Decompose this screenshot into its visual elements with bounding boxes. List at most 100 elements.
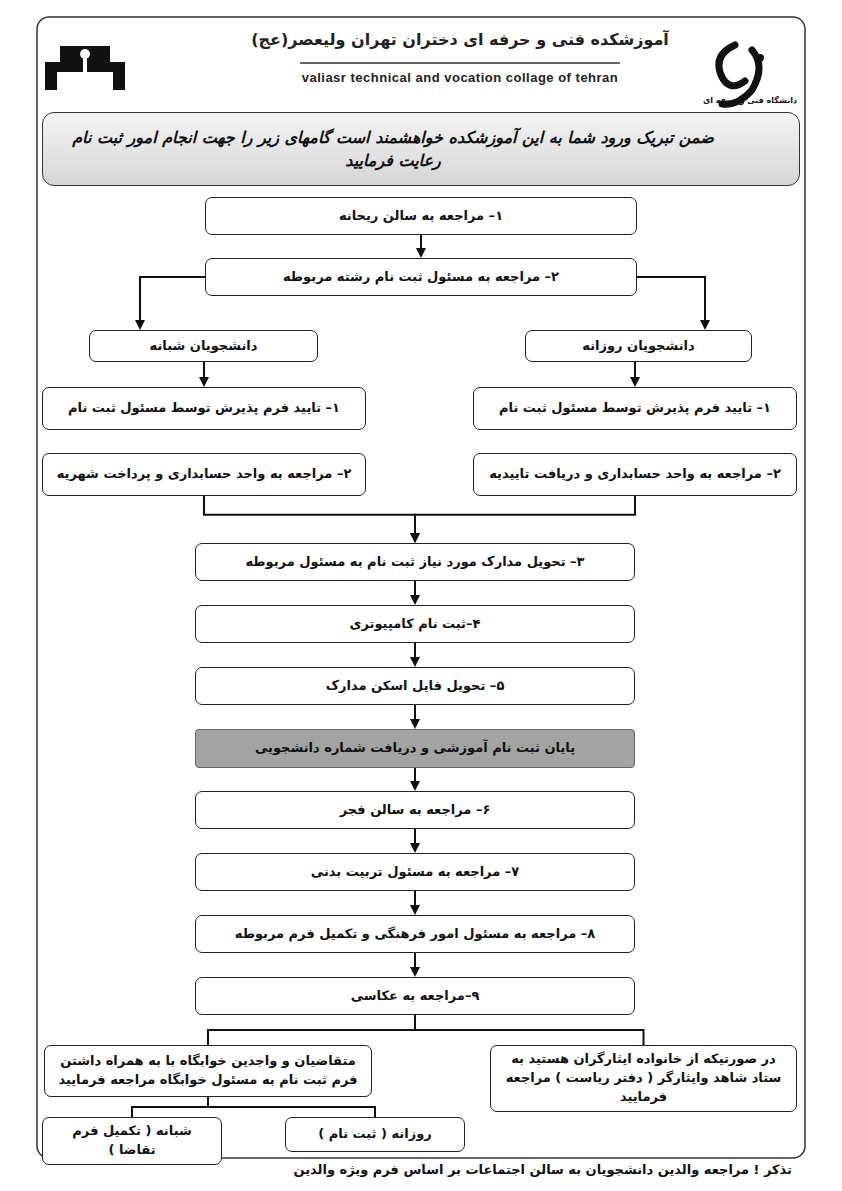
connector-line [208, 1097, 375, 1117]
connector-line [414, 768, 416, 782]
step-text: پایان ثبت نام آموزشی و دریافت شماره دانش… [255, 739, 575, 758]
connector [410, 496, 635, 543]
connector-line [634, 362, 636, 378]
step-text: ۸– مراجعه به مسئول امور فرهنگی و تکمیل ف… [235, 925, 595, 944]
step-text: دانشجویان روزانه [582, 337, 694, 356]
step-box: ۴–ثبت نام کامپیوتری [195, 605, 635, 643]
connector-line [414, 953, 416, 968]
milestone-box: پایان ثبت نام آموزشی و دریافت شماره دانش… [195, 729, 635, 768]
step-box: ۸– مراجعه به مسئول امور فرهنگی و تکمیل ف… [195, 915, 635, 953]
arrowhead [410, 595, 420, 605]
step-text: ۱– تایید فرم پذیرش توسط مسئول ثبت نام [68, 399, 340, 418]
arrowhead [135, 320, 145, 330]
connector-line [414, 829, 416, 844]
step-box: ۶– مراجعه به سالن فجر [195, 791, 635, 829]
connector-line [132, 1097, 208, 1117]
step-text: ضمن تبریک ورود شما به این آموزشکده خواهش… [57, 126, 729, 172]
footnote: تذکر ! مراجعه والدین دانشجویان به سالن ا… [60, 1162, 792, 1177]
step-text: ۳– تحویل مدارک مورد نیاز ثبت نام به مسئو… [245, 553, 584, 572]
connector [416, 235, 426, 258]
step-text: ۵– تحویل فایل اسکن مدارک [326, 677, 505, 696]
step-text: ۲– مراجعه به مسئول ثبت نام رشته مربوطه [283, 268, 559, 287]
connector-line [415, 496, 635, 534]
step-text: شبانه ( تکمیل فرم تقاضا ) [53, 1122, 211, 1160]
connector-line [208, 1015, 415, 1045]
connector [199, 362, 209, 387]
connector [410, 768, 420, 791]
step-text: ۷– مراجعه به مسئول تربیت بدنی [311, 863, 519, 882]
connector-line [414, 891, 416, 906]
step-text: متقاضیان و واجدین خوابگاه با به همراه دا… [55, 1052, 361, 1090]
arrowhead [700, 320, 710, 330]
header-subtitle: valiasr technical and vocation collage o… [200, 70, 720, 85]
logo-text: دانشگاه فنی و حرفه ای [700, 96, 800, 105]
step-text: ۶– مراجعه به سالن فجر [340, 801, 491, 820]
connector [410, 891, 420, 915]
group-box: دانشجویان روزانه [525, 330, 752, 362]
connector-line [415, 1015, 644, 1045]
arrowhead [410, 967, 420, 977]
step-text: ۴–ثبت نام کامپیوتری [350, 615, 481, 634]
connector [208, 1097, 375, 1117]
step-box: ۷– مراجعه به مسئول تربیت بدنی [195, 853, 635, 891]
step-text: ۱– تایید فرم پذیرش توسط مسئول ثبت نام [499, 399, 771, 418]
step-text: ۲– مراجعه به واحد حسابداری و دریافت تایی… [489, 465, 781, 484]
connector [630, 362, 640, 387]
step-box: ۵– تحویل فایل اسکن مدارک [195, 667, 635, 705]
connector-line [140, 277, 205, 321]
outer-frame [37, 17, 805, 1158]
arrowhead [410, 905, 420, 915]
group-box: دانشجویان شبانه [89, 330, 318, 362]
arrowhead [410, 533, 420, 543]
arrowhead [410, 533, 420, 543]
connector [637, 277, 710, 330]
step-box: ۱– تایید فرم پذیرش توسط مسئول ثبت نام [42, 387, 366, 430]
step-box: ۹–مراجعه به عکاسی [195, 977, 635, 1015]
connector [208, 1015, 415, 1045]
connector-line [414, 643, 416, 658]
note-box: متقاضیان و واجدین خوابگاه با به همراه دا… [44, 1045, 372, 1097]
connector-line [204, 496, 415, 534]
step-text: ۱– مراجعه به سالن ریحانه [339, 207, 503, 226]
arrowhead [410, 843, 420, 853]
arrowhead [630, 377, 640, 387]
connector [132, 1097, 208, 1117]
step-box: ۲– مراجعه به واحد حسابداری و پرداخت شهری… [42, 453, 366, 496]
note-box: در صورتیکه از خانواده ایثارگران هستید به… [490, 1045, 797, 1112]
step-text: در صورتیکه از خانواده ایثارگران هستید به… [501, 1050, 786, 1107]
step-text: ۲– مراجعه به واحد حسابداری و پرداخت شهری… [57, 465, 352, 484]
connector [204, 496, 420, 543]
left-logo [45, 46, 125, 90]
connector [410, 829, 420, 853]
connector-line [637, 277, 705, 321]
connector-line [420, 235, 422, 249]
option-box: روزانه ( ثبت نام ) [285, 1117, 465, 1152]
step-text: روزانه ( ثبت نام ) [318, 1125, 432, 1144]
header-rule [300, 62, 620, 64]
step-text: ۹–مراجعه به عکاسی [351, 987, 480, 1006]
connector-line [203, 362, 205, 378]
right-logo [719, 45, 764, 104]
arrowhead [410, 719, 420, 729]
step-text: دانشجویان شبانه [150, 337, 258, 356]
connector [410, 705, 420, 729]
option-box: شبانه ( تکمیل فرم تقاضا ) [42, 1117, 222, 1165]
step-box: ۲– مراجعه به واحد حسابداری و دریافت تایی… [473, 453, 797, 496]
connector [415, 1015, 644, 1045]
arrowhead [410, 657, 420, 667]
step-box: ۲– مراجعه به مسئول ثبت نام رشته مربوطه [205, 258, 637, 296]
step-box: ۳– تحویل مدارک مورد نیاز ثبت نام به مسئو… [195, 543, 635, 581]
arrowhead [416, 248, 426, 258]
arrowhead [199, 377, 209, 387]
connector [410, 581, 420, 605]
banner: ضمن تبریک ورود شما به این آموزشکده خواهش… [42, 112, 800, 186]
arrowhead [410, 781, 420, 791]
step-box: ۱– تایید فرم پذیرش توسط مسئول ثبت نام [473, 387, 797, 430]
connector [410, 953, 420, 977]
connector-line [414, 581, 416, 596]
connector [410, 643, 420, 667]
connector [135, 277, 205, 330]
step-box: ۱– مراجعه به سالن ریحانه [205, 197, 637, 235]
connector-line [414, 705, 416, 720]
header-title: آموزشکده فنی و حرفه ای دختران تهران ولیع… [250, 30, 670, 49]
